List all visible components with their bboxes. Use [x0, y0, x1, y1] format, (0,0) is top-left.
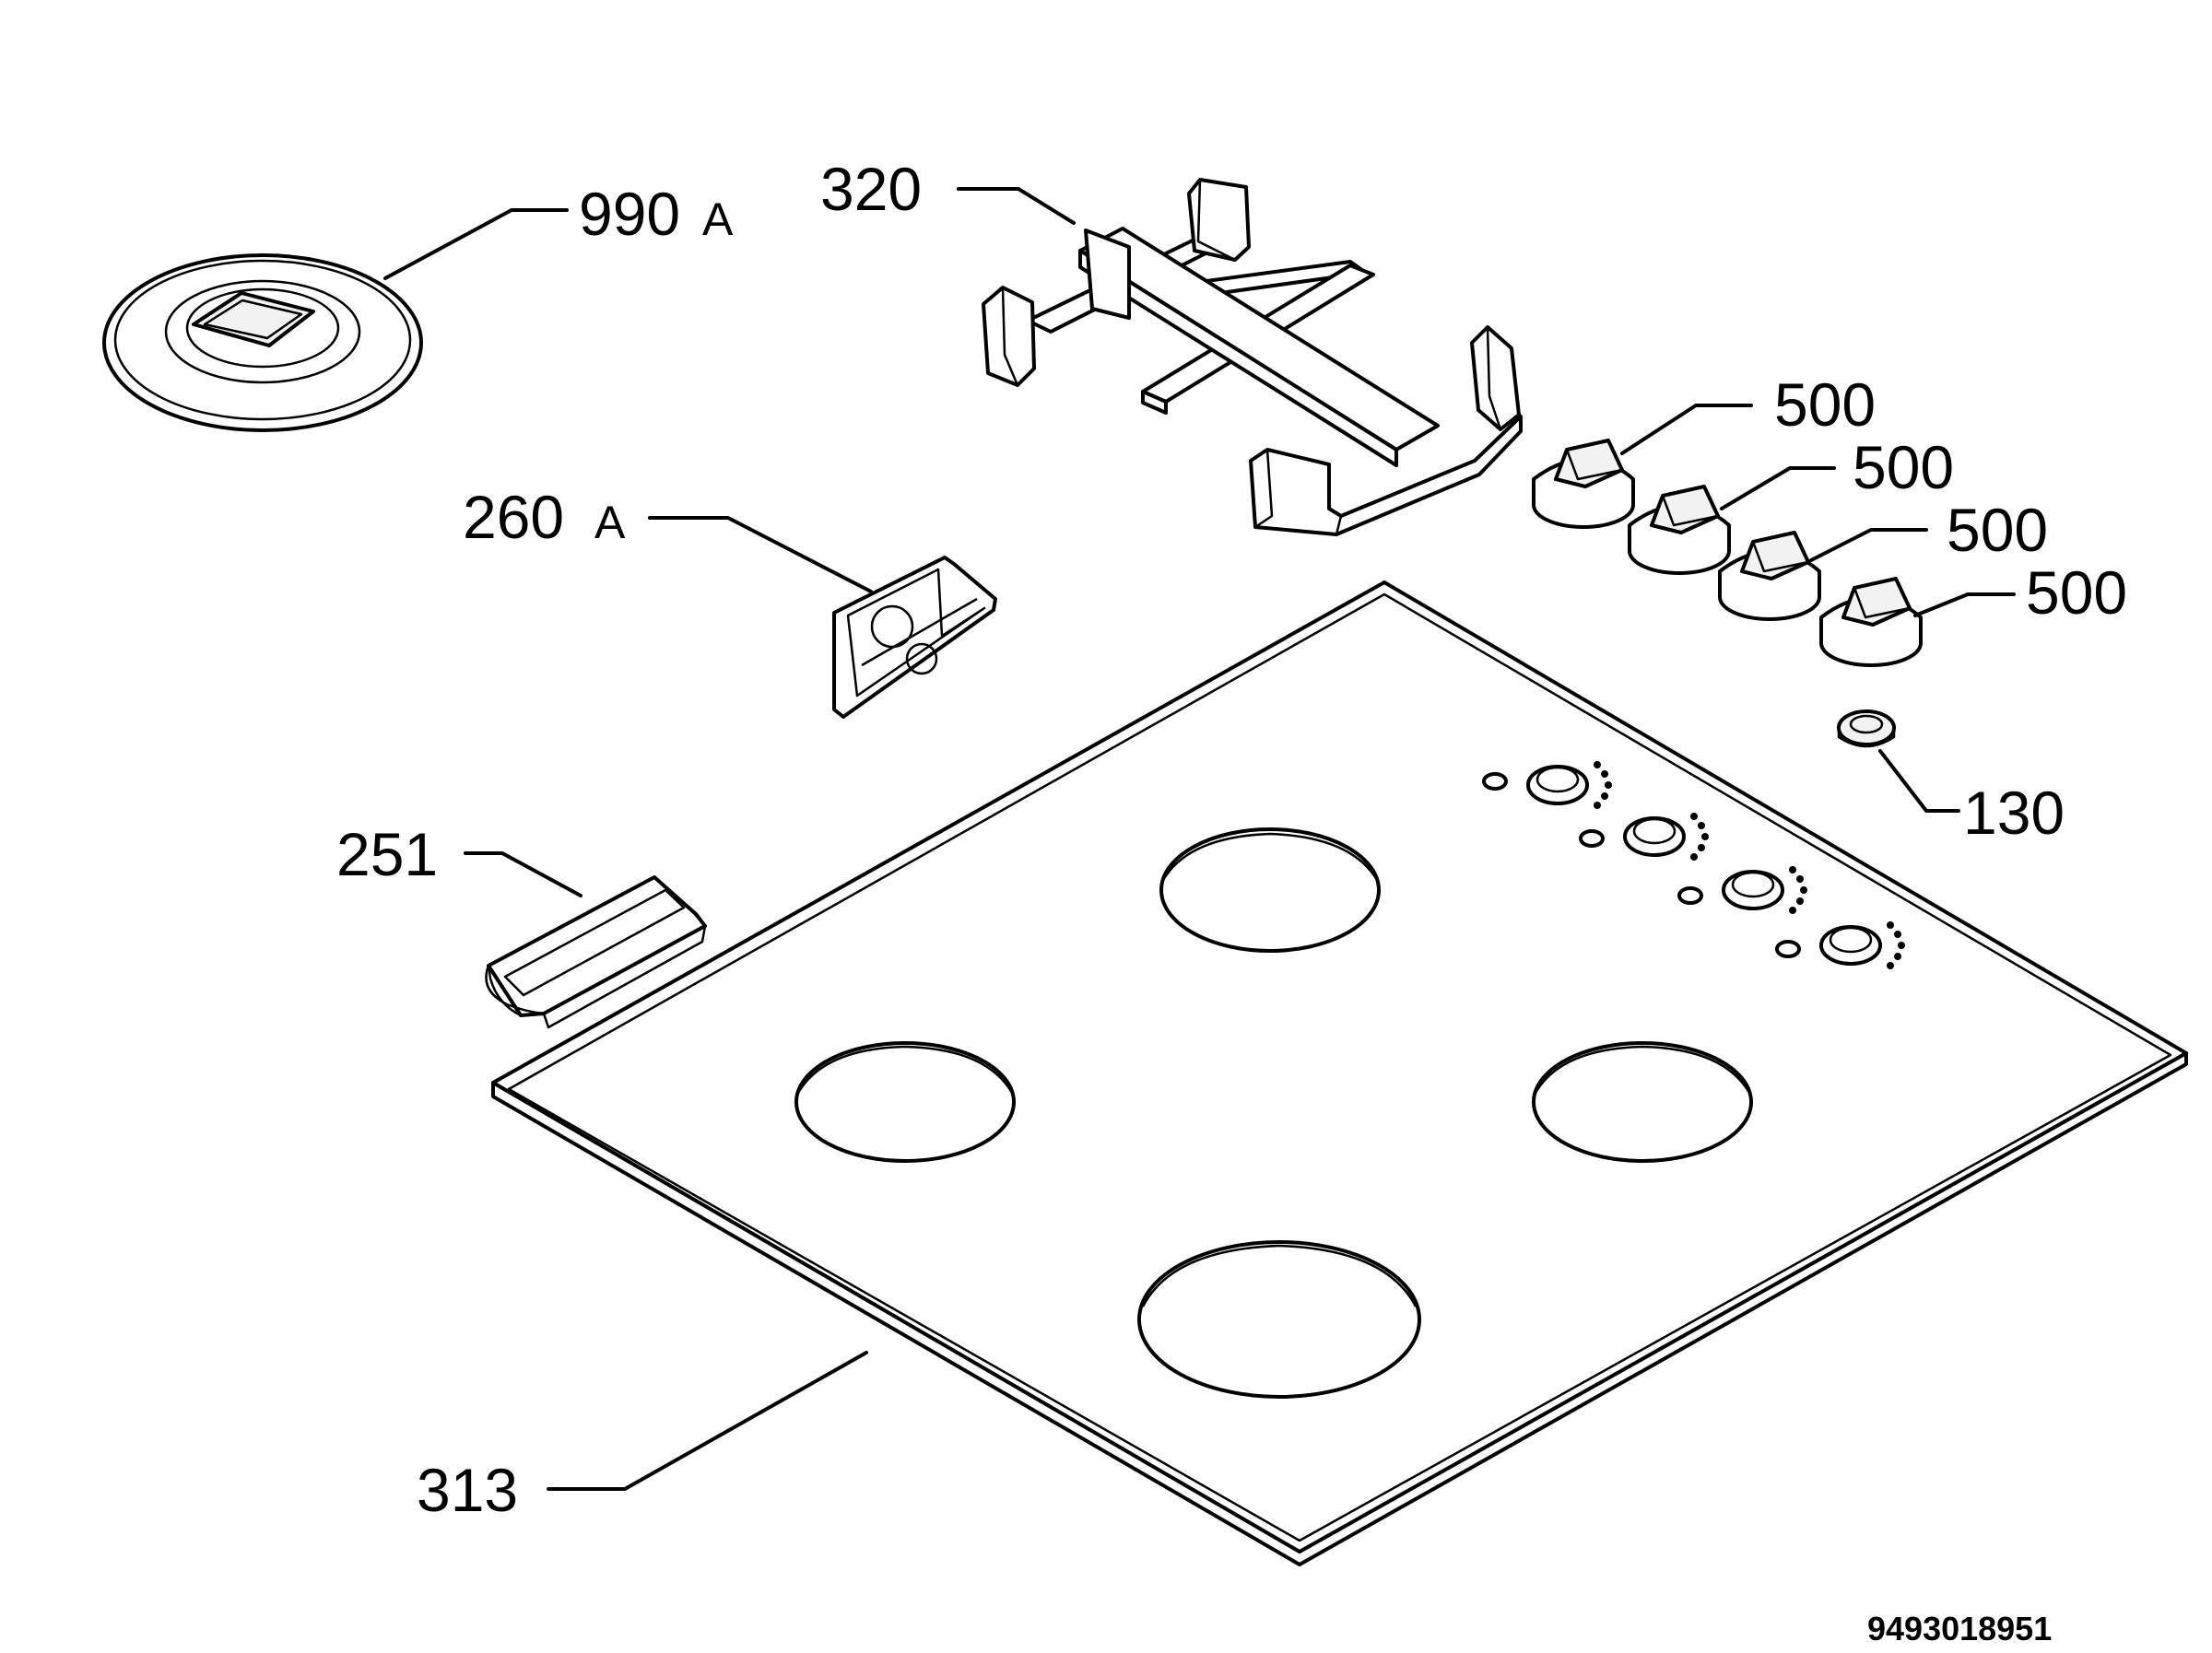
hob-burner-hole-right — [1532, 1041, 1753, 1163]
hob-knob-boss-3 — [1677, 866, 1807, 914]
leader-313 — [547, 1351, 868, 1491]
label-260a-number: 260 — [463, 483, 564, 551]
part-500-knob-1[interactable] — [1532, 439, 1635, 529]
part-500-knob-4[interactable] — [1819, 577, 1923, 667]
label-313-number: 313 — [417, 1456, 518, 1524]
part-260a-bracket[interactable] — [832, 556, 997, 719]
leader-500-2 — [1720, 466, 1836, 510]
leader-500-4 — [1913, 592, 2016, 617]
label-251-number: 251 — [336, 820, 438, 888]
hob-burner-hole-rear — [1159, 827, 1381, 953]
part-990a-burner-disc[interactable] — [102, 253, 423, 432]
leader-260a — [648, 516, 873, 593]
document-number: 9493018951 — [1867, 1610, 2052, 1647]
label-500-2-number: 500 — [1853, 433, 1954, 501]
label-130-number: 130 — [1963, 779, 2065, 847]
hob-knob-boss-1 — [1482, 761, 1612, 809]
part-251-clip[interactable] — [485, 875, 707, 1029]
label-990a-suffix: A — [702, 193, 734, 245]
label-320-number: 320 — [820, 155, 922, 223]
part-130-bushing[interactable] — [1837, 709, 1896, 748]
leader-500-3 — [1809, 528, 1928, 562]
hob-knob-boss-4 — [1775, 921, 1905, 969]
leader-990a — [383, 208, 569, 280]
leader-130 — [1878, 749, 1960, 813]
part-500-knob-3[interactable] — [1718, 531, 1821, 621]
hob-knob-boss-2 — [1579, 813, 1709, 861]
label-990a-number: 990 — [579, 180, 680, 248]
leader-251 — [464, 851, 582, 897]
label-500-4-number: 500 — [2026, 558, 2127, 627]
hob-burner-hole-front — [1137, 1240, 1421, 1399]
part-313-hob-top[interactable] — [491, 580, 2188, 1566]
leader-320 — [957, 187, 1076, 225]
part-320-pan-support[interactable] — [982, 178, 1523, 536]
leader-500-1 — [1620, 404, 1753, 455]
hob-burner-hole-left — [794, 1041, 1016, 1163]
part-500-knob-2[interactable] — [1628, 485, 1731, 575]
label-500-1-number: 500 — [1774, 370, 1876, 439]
label-500-3-number: 500 — [1947, 496, 2048, 564]
label-260a-suffix: A — [594, 497, 626, 548]
